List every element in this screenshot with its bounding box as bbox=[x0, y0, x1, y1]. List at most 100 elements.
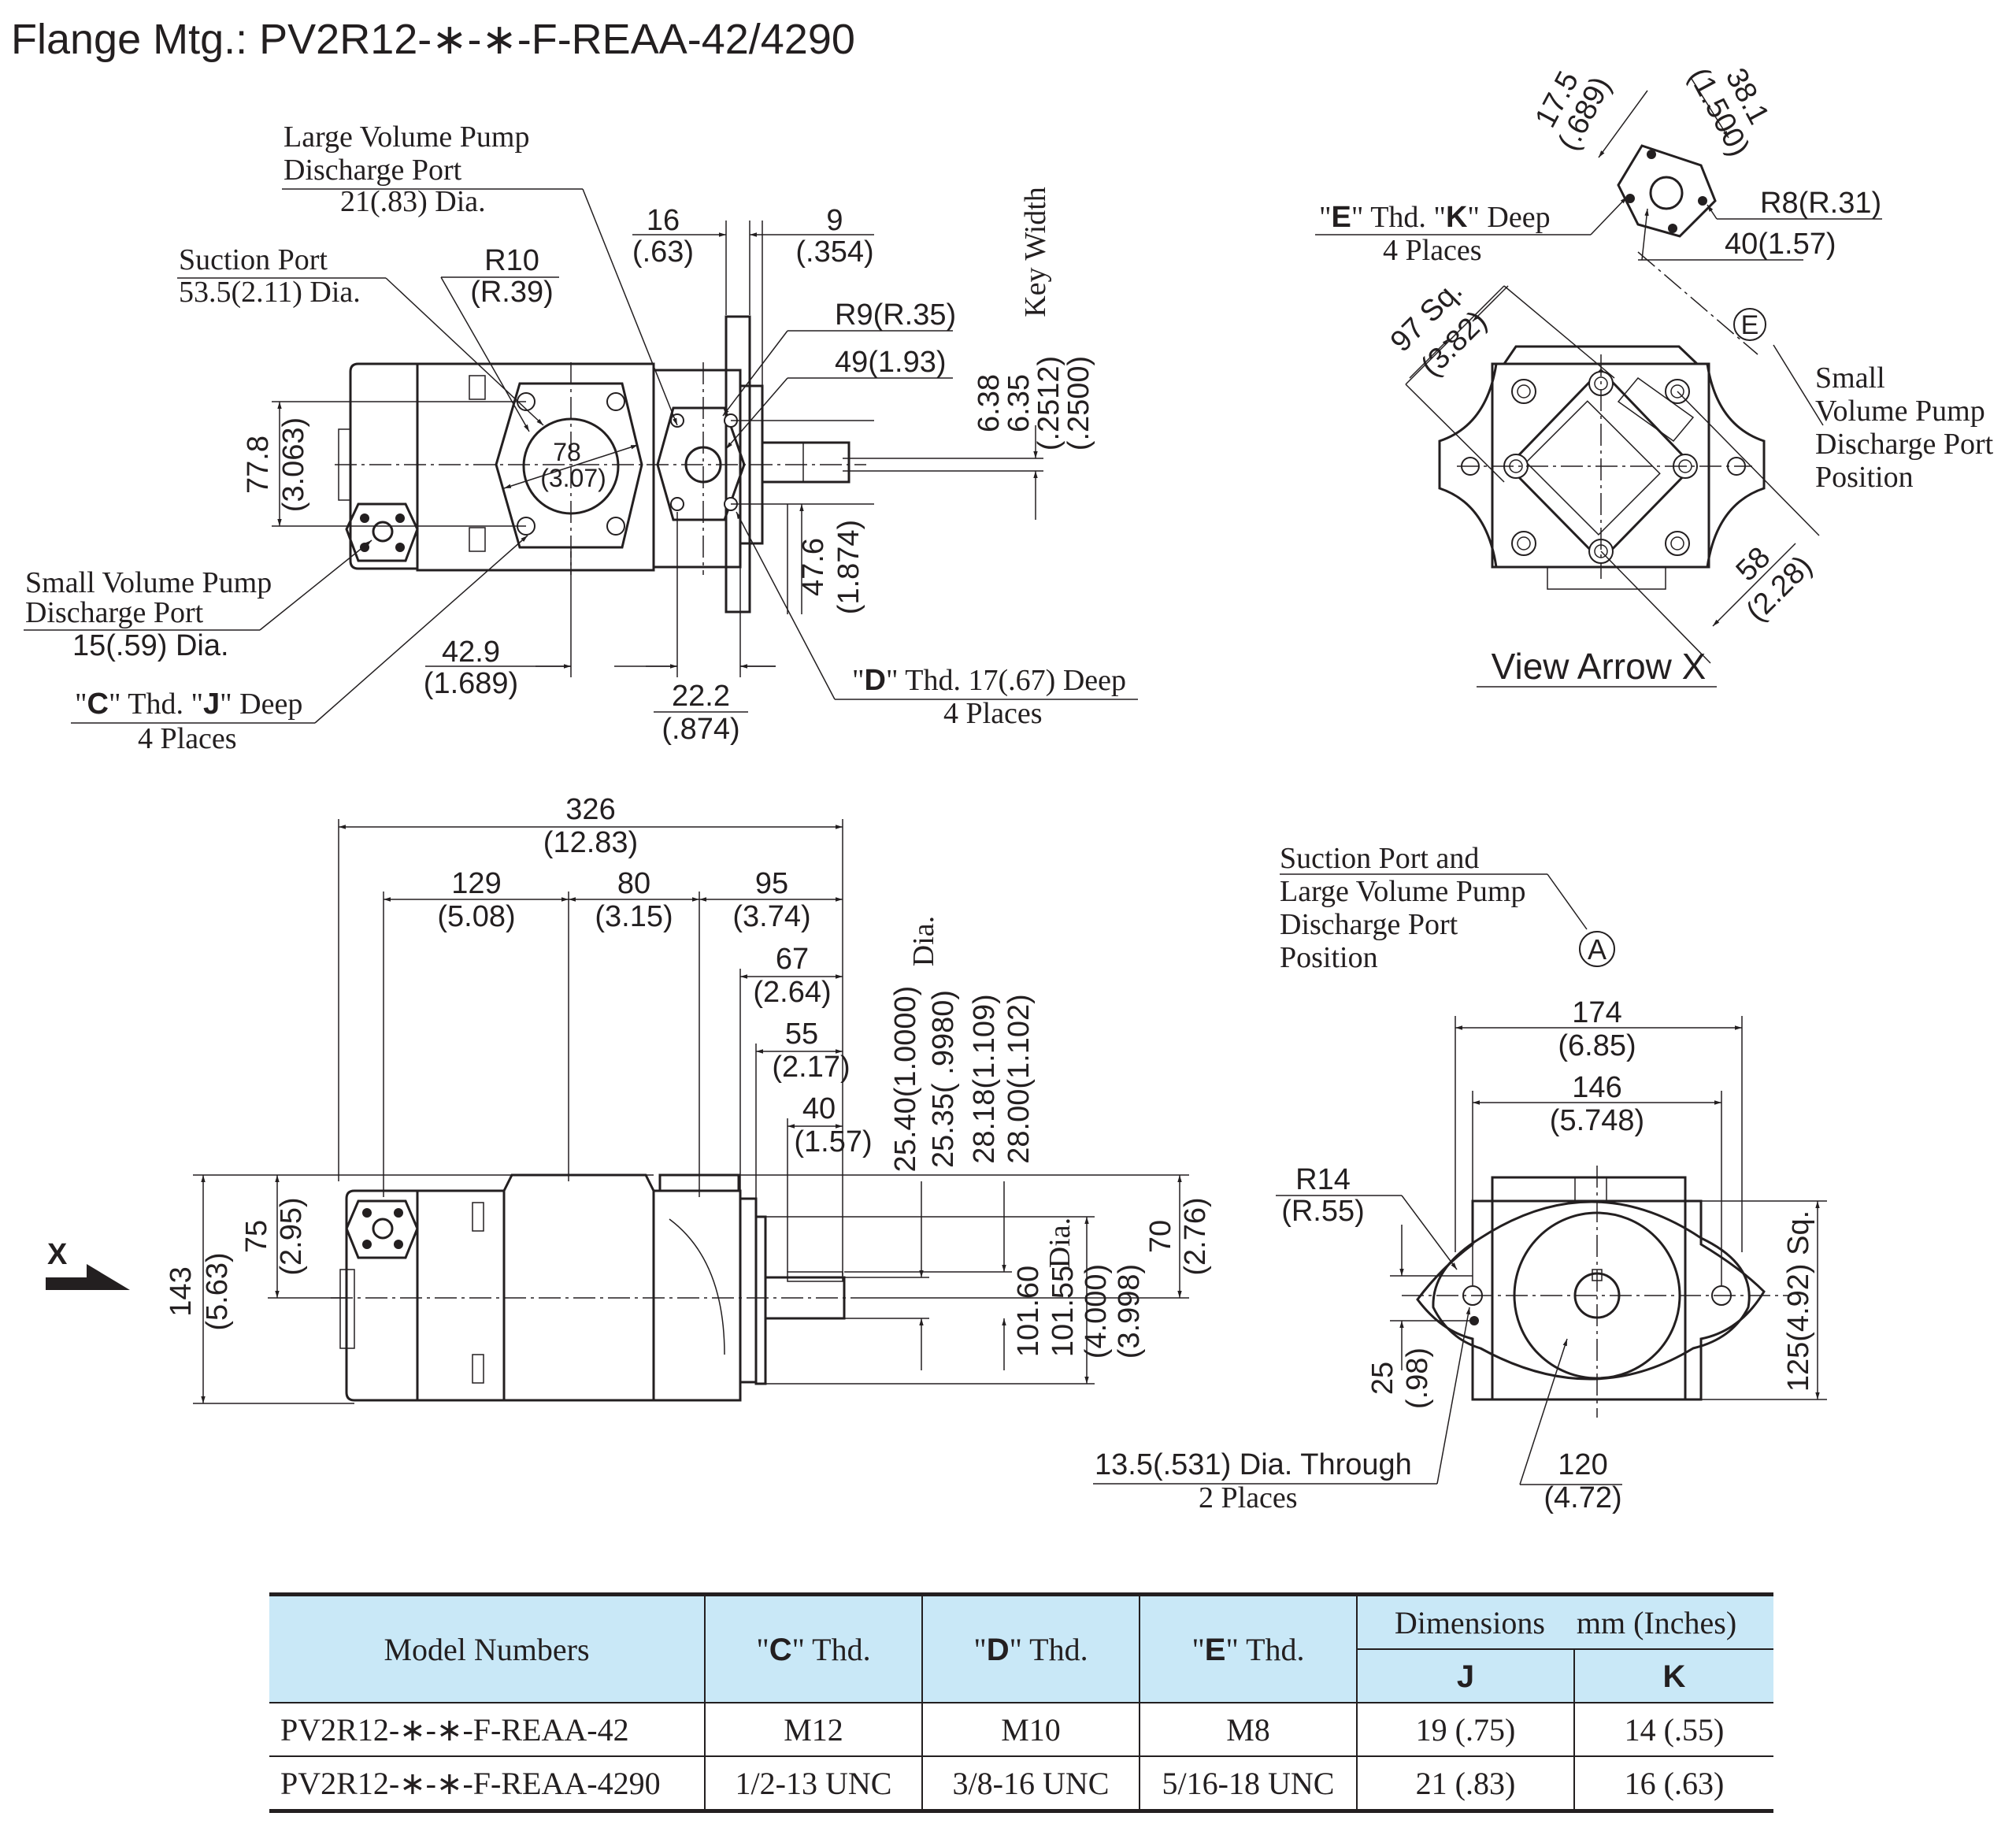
cell-e: M8 bbox=[1139, 1703, 1358, 1757]
cell-c: M12 bbox=[704, 1703, 923, 1757]
svg-text:(.354): (.354) bbox=[795, 235, 873, 269]
svg-text:55: 55 bbox=[785, 1018, 818, 1051]
dim-143: 143 (5.63) bbox=[165, 1174, 654, 1404]
svg-text:(3.07): (3.07) bbox=[540, 464, 606, 492]
col-d-thd: "D" Thd. bbox=[921, 1592, 1140, 1703]
dim-40: 40(1.57) bbox=[1638, 208, 1836, 261]
large-port-callout: Large Volume Pump Discharge Port 21(.83)… bbox=[282, 120, 678, 426]
svg-text:(.2500): (.2500) bbox=[1062, 356, 1095, 450]
svg-text:(.98): (.98) bbox=[1401, 1348, 1434, 1409]
page-title: Flange Mtg.: PV2R12-∗-∗-F-REAA-42/4290 bbox=[11, 16, 855, 63]
svg-text:(6.85): (6.85) bbox=[1558, 1029, 1636, 1062]
svg-text:16: 16 bbox=[647, 204, 680, 237]
svg-text:Discharge Port: Discharge Port bbox=[25, 596, 204, 629]
d-thd-callout: "D" Thd. 17(.67) Deep 4 Places bbox=[736, 511, 1138, 730]
svg-text:49(1.93): 49(1.93) bbox=[835, 346, 947, 379]
svg-text:(3.063): (3.063) bbox=[277, 417, 310, 512]
cell-k: 16 (.63) bbox=[1573, 1756, 1773, 1813]
table-row: PV2R12-∗-∗-F-REAA-4290 1/2-13 UNC 3/8-16… bbox=[269, 1756, 1773, 1813]
dim-120: 120 (4.72) bbox=[1519, 1338, 1622, 1514]
svg-text:(4.72): (4.72) bbox=[1544, 1481, 1621, 1514]
table-subheader-row: J K bbox=[269, 1649, 1773, 1703]
table-header-row: Model Numbers "C" Thd. "D" Thd. "E" Thd.… bbox=[269, 1592, 1773, 1703]
svg-text:"E" Thd. "K" Deep: "E" Thd. "K" Deep bbox=[1319, 201, 1551, 234]
r14-callout: R14 (R.55) bbox=[1276, 1163, 1458, 1270]
dim-75: 75 (2.95) bbox=[240, 1175, 346, 1299]
svg-text:326: 326 bbox=[565, 793, 615, 826]
svg-text:21(.83) Dia.: 21(.83) Dia. bbox=[340, 185, 486, 218]
svg-text:101.60: 101.60 bbox=[1012, 1266, 1045, 1357]
svg-text:R9(R.35): R9(R.35) bbox=[835, 298, 956, 332]
dim-129-80-95: 129 (5.08) 80 (3.15) 95 (3.74) bbox=[383, 867, 843, 1197]
svg-text:(1.874): (1.874) bbox=[832, 520, 865, 614]
svg-text:25: 25 bbox=[1366, 1362, 1399, 1395]
dim-38-1: 38.1 (1.500) bbox=[1682, 62, 1776, 161]
svg-text:(5.08): (5.08) bbox=[437, 900, 515, 933]
svg-text:53.5(2.11) Dia.: 53.5(2.11) Dia. bbox=[179, 276, 361, 309]
svg-text:67: 67 bbox=[776, 943, 809, 976]
dim-174: 174 (6.85) bbox=[1455, 996, 1743, 1252]
arrow-x: X bbox=[46, 1238, 130, 1290]
svg-text:75: 75 bbox=[240, 1220, 273, 1253]
svg-text:(R.55): (R.55) bbox=[1281, 1195, 1365, 1228]
svg-text:Volume Pump: Volume Pump bbox=[1815, 395, 1985, 428]
svg-text:Large Volume Pump: Large Volume Pump bbox=[284, 120, 529, 154]
svg-text:Small: Small bbox=[1815, 361, 1885, 395]
svg-text:22.2: 22.2 bbox=[672, 680, 730, 713]
small-port-callout: Small Volume Pump Discharge Port 15(.59)… bbox=[24, 539, 372, 662]
suction-port-callout: Suction Port 53.5(2.11) Dia. bbox=[177, 243, 544, 426]
svg-text:Large Volume Pump: Large Volume Pump bbox=[1280, 875, 1525, 908]
dim-125: 125(4.92) Sq. bbox=[1685, 1200, 1827, 1400]
table-row: PV2R12-∗-∗-F-REAA-42 M12 M10 M8 19 (.75)… bbox=[269, 1703, 1773, 1757]
svg-text:Discharge Port: Discharge Port bbox=[284, 154, 462, 187]
cell-model: PV2R12-∗-∗-F-REAA-42 bbox=[269, 1703, 706, 1757]
arrow-view: 17.5 (.689) 38.1 (1.500) "E" Thd. "K" De… bbox=[1315, 62, 1994, 688]
marker-e: E bbox=[1733, 308, 1824, 426]
view-arrow-caption: View Arrow X bbox=[1492, 646, 1707, 687]
svg-text:120: 120 bbox=[1558, 1448, 1607, 1481]
svg-text:40: 40 bbox=[802, 1092, 836, 1125]
svg-text:Suction Port and: Suction Port and bbox=[1280, 842, 1479, 875]
svg-text:15(.59) Dia.: 15(.59) Dia. bbox=[72, 629, 229, 662]
svg-text:6.35: 6.35 bbox=[1002, 374, 1036, 432]
svg-text:6.38: 6.38 bbox=[973, 374, 1006, 432]
svg-text:(1.57): (1.57) bbox=[794, 1125, 872, 1158]
svg-text:(R.39): (R.39) bbox=[470, 276, 554, 309]
svg-text:(2.95): (2.95) bbox=[275, 1197, 308, 1275]
svg-text:(2.17): (2.17) bbox=[772, 1051, 850, 1084]
dim-25: 25 (.98) bbox=[1366, 1225, 1473, 1409]
cell-j: 19 (.75) bbox=[1356, 1703, 1575, 1757]
svg-text:42.9: 42.9 bbox=[442, 636, 500, 669]
svg-text:129: 129 bbox=[451, 867, 501, 900]
col-e-thd: "E" Thd. bbox=[1139, 1592, 1358, 1703]
svg-text:(2.76): (2.76) bbox=[1179, 1197, 1212, 1275]
cell-d: 3/8-16 UNC bbox=[921, 1756, 1140, 1813]
dim-42-9: 42.9 (1.689) 22.2 (.874) bbox=[424, 512, 776, 746]
dim-70: 70 (2.76) bbox=[740, 1174, 1212, 1299]
svg-text:"C" Thd. "J" Deep: "C" Thd. "J" Deep bbox=[75, 688, 302, 721]
svg-text:4 Places: 4 Places bbox=[1383, 234, 1482, 267]
svg-text:Position: Position bbox=[1280, 941, 1378, 974]
svg-text:143: 143 bbox=[165, 1266, 198, 1316]
col-j: J bbox=[1357, 1649, 1575, 1703]
svg-text:Discharge Port: Discharge Port bbox=[1815, 428, 1994, 461]
svg-text:R10: R10 bbox=[484, 244, 539, 277]
pilot-dia: 101.60 101.55 Dia. (4.000) (3.998) bbox=[765, 1216, 1146, 1385]
svg-text:25.35( .9980): 25.35( .9980) bbox=[927, 990, 960, 1168]
dim-49: 49(1.93) bbox=[725, 346, 953, 450]
side-view: 326 (12.83) 129 (5.08) 80 (3.15) 95 (3.7… bbox=[46, 793, 1212, 1404]
col-model: Model Numbers bbox=[269, 1592, 706, 1703]
svg-text:40(1.57): 40(1.57) bbox=[1725, 228, 1836, 261]
svg-text:(.874): (.874) bbox=[662, 713, 739, 746]
cell-d: M10 bbox=[921, 1703, 1140, 1757]
svg-text:80: 80 bbox=[617, 867, 650, 900]
dim-326: 326 (12.83) bbox=[338, 793, 843, 1276]
svg-text:101.55: 101.55 bbox=[1047, 1266, 1080, 1357]
svg-text:13.5(.531) Dia. Through: 13.5(.531) Dia. Through bbox=[1095, 1448, 1412, 1481]
suction-position: Suction Port and Large Volume Pump Disch… bbox=[1280, 842, 1615, 974]
dim-17-5: 17.5 (.689) bbox=[1529, 66, 1648, 158]
svg-text:(2.64): (2.64) bbox=[753, 976, 831, 1009]
small-port-position: Small Volume Pump Discharge Port Positio… bbox=[1815, 361, 1994, 494]
svg-text:(4.000): (4.000) bbox=[1080, 1264, 1113, 1359]
